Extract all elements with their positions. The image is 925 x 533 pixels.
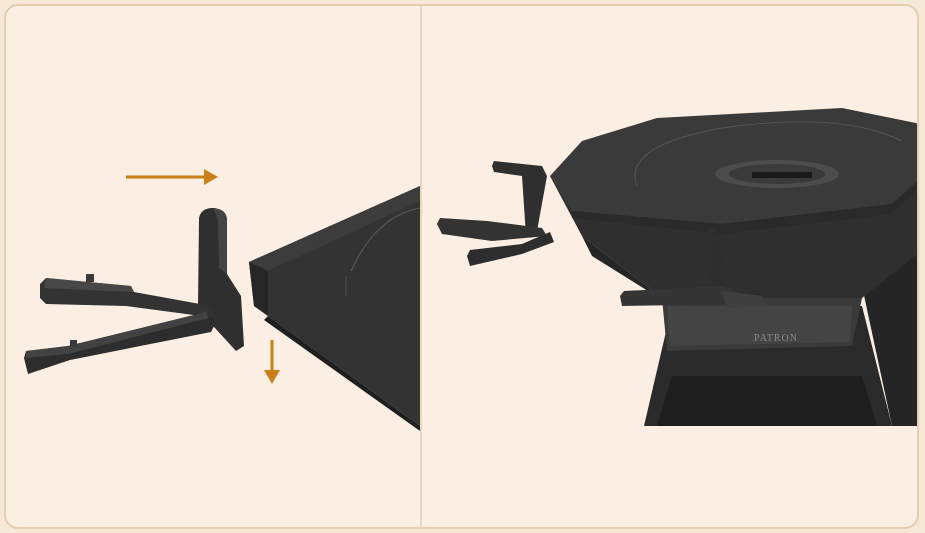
brand-mark: PATRON (754, 333, 798, 344)
arrow-down-icon (264, 340, 280, 384)
grill-assembly: PATRON (437, 108, 919, 426)
right-step-panel: PATRON (422, 6, 919, 527)
left-step-panel (6, 6, 420, 527)
grill-top-corner (249, 186, 420, 431)
illustration-frame: PATRON (4, 4, 919, 529)
left-step-illustration (6, 6, 420, 529)
arrow-right-icon (126, 169, 218, 185)
right-step-illustration: PATRON (422, 6, 919, 529)
bracket-left-mounted (437, 161, 554, 266)
bracket-part (24, 208, 244, 374)
